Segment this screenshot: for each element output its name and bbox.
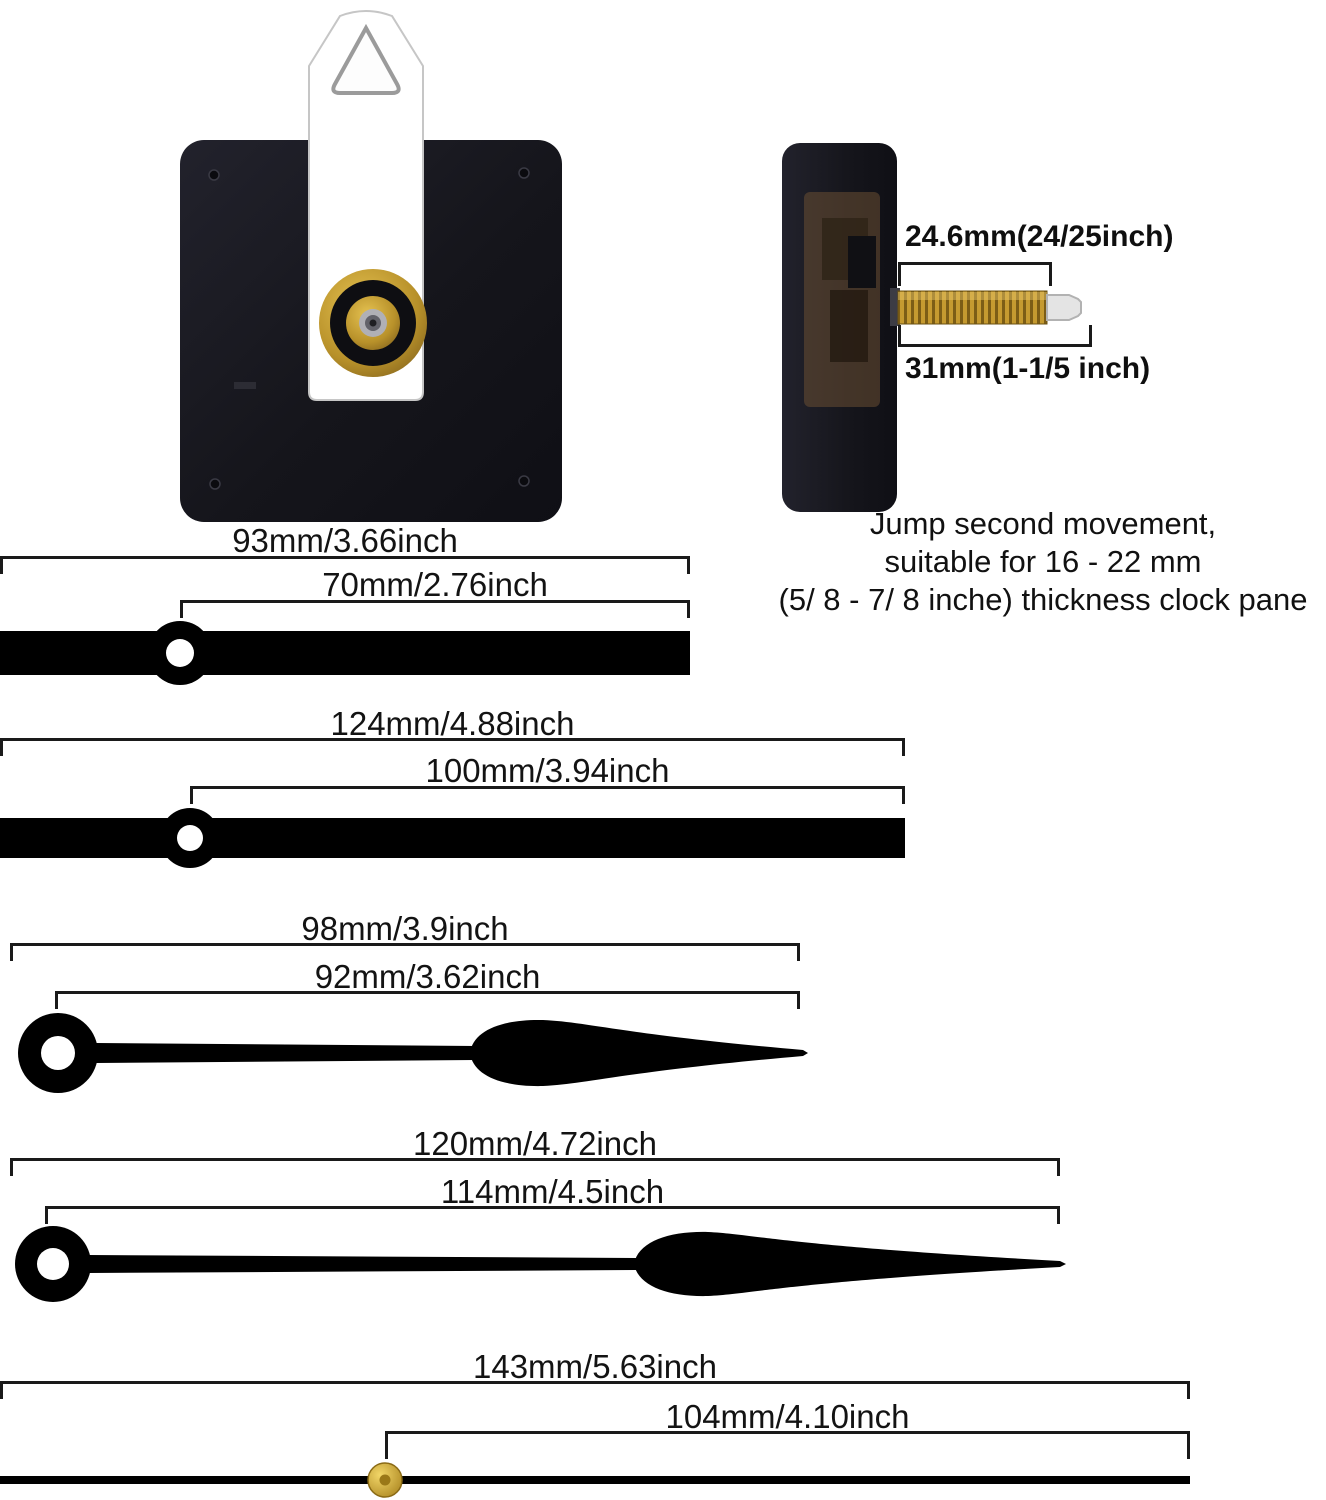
shaft-base xyxy=(890,288,900,326)
description-line-3: (5/ 8 - 7/ 8 inche) thickness clock pane xyxy=(778,582,1308,617)
hand3-partial-length-label: 92mm/3.62inch xyxy=(314,958,541,995)
hand-mounting-hole xyxy=(177,825,203,851)
case-slot xyxy=(234,382,256,389)
description-line-2: suitable for 16 - 22 mm xyxy=(884,544,1202,579)
hand4-total-length-label: 120mm/4.72inch xyxy=(413,1125,657,1162)
hand3-total-dim-line xyxy=(10,943,800,961)
second-hand-hub-hole xyxy=(379,1474,391,1486)
description-line-1: Jump second movement, xyxy=(869,506,1217,541)
screw-hole xyxy=(518,475,530,487)
hand-mounting-hole xyxy=(166,639,194,667)
hand3-partial-dim-line xyxy=(55,991,800,1009)
threaded-brass-shaft xyxy=(897,290,1048,325)
second-hand xyxy=(0,1462,1190,1498)
hand2-partial-length-label: 100mm/3.94inch xyxy=(425,752,670,789)
hand4-partial-length-label: 114mm/4.5inch xyxy=(440,1173,665,1210)
hand1-partial-length-label: 70mm/2.76inch xyxy=(322,566,548,603)
spade-hour-hand xyxy=(18,1013,808,1093)
hand1-total-dim-line xyxy=(0,556,690,574)
movement-side-view xyxy=(782,143,1082,512)
screw-hole xyxy=(209,478,221,490)
hand5-partial-length-label: 104mm/4.10inch xyxy=(665,1398,910,1435)
internal-part xyxy=(848,236,876,288)
thread-length-dim-line xyxy=(898,262,1052,286)
screw-hole xyxy=(518,167,530,179)
hand2-total-dim-line xyxy=(0,738,905,756)
second-shaft xyxy=(369,319,377,327)
hand3-total-length-label: 98mm/3.9inch xyxy=(301,910,509,947)
spade-minute-hand xyxy=(15,1226,1066,1302)
straight-hour-hand xyxy=(0,621,690,685)
hand5-partial-dim-line xyxy=(385,1431,1190,1459)
movement-description: Jump second movement, suitable for 16 - … xyxy=(760,505,1326,619)
hand1-total-length-label: 93mm/3.66inch xyxy=(232,522,458,559)
hand1-partial-dim-line xyxy=(180,600,690,618)
hand2-total-length-label: 124mm/4.88inch xyxy=(330,705,575,742)
hand4-partial-dim-line xyxy=(45,1206,1060,1224)
thread-length-label: 24.6mm(24/25inch) xyxy=(905,220,1174,253)
shaft-tip xyxy=(1046,294,1082,321)
straight-minute-hand xyxy=(0,808,905,868)
hand4-total-dim-line xyxy=(10,1158,1060,1176)
hand-mounting-hole xyxy=(37,1248,69,1280)
shaft-length-dim-line xyxy=(898,325,1092,347)
hand5-total-dim-line xyxy=(0,1381,1190,1399)
hanger-triangle-hole xyxy=(331,23,401,95)
shaft-length-label: 31mm(1-1/5 inch) xyxy=(905,352,1151,385)
movement-front-view xyxy=(180,10,562,522)
internal-gear-shadow xyxy=(830,290,868,362)
hand5-total-length-label: 143mm/5.63inch xyxy=(473,1348,717,1385)
hand-mounting-hole xyxy=(41,1036,75,1070)
hand2-partial-dim-line xyxy=(190,786,905,804)
screw-hole xyxy=(208,169,220,181)
shaft-highlight xyxy=(898,292,1047,300)
